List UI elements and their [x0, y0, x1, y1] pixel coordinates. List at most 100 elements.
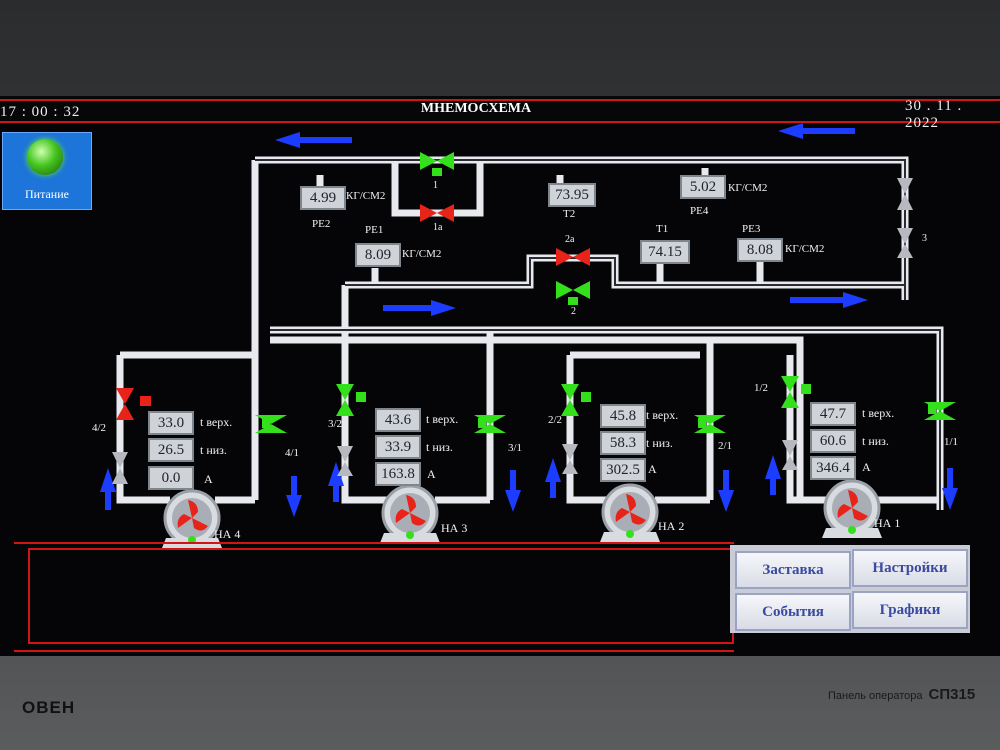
pump2-amp-label: A — [648, 462, 657, 476]
pump1-out-tag: 1/1 — [944, 436, 959, 448]
valve-1-tag: 1 — [433, 180, 438, 191]
pump-na3-icon — [380, 484, 440, 543]
pump-na4-icon — [162, 489, 222, 548]
title-bar — [0, 96, 1000, 123]
pe4-tag: PE4 — [690, 205, 709, 217]
pump3-t-bot: 33.9 — [375, 435, 421, 459]
t2-tag: T2 — [563, 208, 576, 220]
valve-1-2-icon — [781, 376, 811, 408]
pump3-amp: 163.8 — [375, 462, 421, 486]
pe1-tag: PE1 — [365, 224, 384, 236]
pump1-in-tag: 1/2 — [754, 382, 769, 394]
flow-arrow-right-icon — [790, 292, 868, 308]
pump2-out-tag: 2/1 — [718, 440, 733, 452]
pump1-t-bot: 60.6 — [810, 429, 856, 453]
valve-3-1-icon — [474, 415, 506, 433]
pump2-amp: 302.5 — [600, 458, 646, 482]
message-area-frame — [14, 542, 734, 652]
valves — [112, 152, 956, 484]
pump3-t-bot-label: t низ. — [426, 440, 453, 454]
t1-tag: T1 — [656, 223, 669, 235]
pe2-tag: PE2 — [312, 218, 331, 230]
pump4-name: НА 4 — [214, 527, 241, 541]
pump-na1-icon — [822, 479, 882, 538]
model-name: СП315 — [928, 686, 976, 703]
flow-arrow-up-icon — [765, 455, 781, 495]
charts-button[interactable]: Графики — [852, 591, 968, 629]
pe2-value: 4.99 — [300, 186, 346, 210]
valve-3-icon — [897, 178, 913, 258]
check-valves — [112, 440, 798, 484]
flow-arrow-down-icon — [505, 470, 521, 512]
page-title: МНЕМОСХЕМА — [420, 101, 532, 116]
check-valve-icon — [112, 452, 128, 484]
flow-arrow-up-icon — [545, 458, 561, 498]
pump4-t-bot: 26.5 — [148, 438, 194, 462]
events-button[interactable]: События — [735, 593, 851, 631]
pump3-name: НА 3 — [441, 521, 468, 535]
pump1-t-top-label: t верх. — [862, 406, 895, 420]
valve-4-1-icon — [255, 415, 287, 433]
check-valve-icon — [337, 446, 353, 476]
valve-1-icon — [420, 152, 454, 176]
message-area — [28, 548, 734, 644]
flow-arrow-up-icon — [328, 462, 344, 502]
pump4-t-top-label: t верх. — [200, 415, 233, 429]
pump2-in-tag: 2/2 — [548, 414, 563, 426]
valve-2a-icon — [556, 248, 590, 266]
pe1-value: 8.09 — [355, 243, 401, 267]
pump3-t-top-label: t верх. — [426, 412, 459, 426]
pump3-amp-label: A — [427, 467, 436, 481]
valve-2-2-icon — [561, 384, 591, 416]
clock: 17 : 00 : 32 — [0, 104, 81, 120]
pump2-t-top: 45.8 — [600, 404, 646, 428]
power-button[interactable]: Питание — [2, 132, 92, 210]
flow-arrow-down-icon — [718, 470, 734, 512]
brand-logo: ОВЕН — [22, 698, 76, 717]
pump2-t-bot: 58.3 — [600, 431, 646, 455]
pump-na2-icon — [600, 483, 660, 542]
pump4-amp: 0.0 — [148, 466, 194, 490]
flow-arrows — [100, 123, 958, 517]
valve-1a-tag: 1a — [433, 222, 443, 233]
pe3-tag: PE3 — [742, 223, 761, 235]
pe4-value: 5.02 — [680, 175, 726, 199]
valve-2a-tag: 2a — [565, 234, 575, 245]
pump1-t-top: 47.7 — [810, 402, 856, 426]
flow-arrow-up-icon — [100, 468, 116, 510]
pump2-name: НА 2 — [658, 519, 685, 533]
pe3-unit: КГ/СМ2 — [785, 243, 825, 255]
settings-button[interactable]: Настройки — [852, 549, 968, 587]
pump1-amp-label: A — [862, 460, 871, 474]
power-label: Питание — [25, 187, 69, 201]
pe4-unit: КГ/СМ2 — [728, 182, 768, 194]
check-valve-icon — [562, 444, 578, 474]
valve-2-icon — [556, 281, 590, 305]
pumps — [162, 479, 882, 548]
flow-arrow-left-icon — [275, 132, 352, 148]
flow-arrow-right-icon — [383, 300, 456, 316]
pump3-out-tag: 3/1 — [508, 442, 523, 454]
valve-4-2-icon — [116, 388, 151, 420]
pe3-value: 8.08 — [737, 238, 783, 262]
pe1-unit: КГ/СМ2 — [402, 248, 442, 260]
pump4-out-tag: 4/1 — [285, 447, 300, 459]
flow-arrow-down-icon — [286, 476, 302, 517]
valve-1-1-icon — [924, 402, 956, 420]
valve-3-2-icon — [336, 384, 366, 416]
pump4-amp-label: A — [204, 472, 213, 486]
pump4-t-top: 33.0 — [148, 411, 194, 435]
valve-2-tag: 2 — [571, 306, 576, 317]
pump1-name: НА 1 — [874, 516, 901, 530]
pe2-unit: КГ/СМ2 — [346, 190, 386, 202]
pump3-t-top: 43.6 — [375, 408, 421, 432]
screensaver-button[interactable]: Заставка — [735, 551, 851, 589]
pump4-t-bot-label: t низ. — [200, 443, 227, 457]
pump4-in-tag: 4/2 — [92, 422, 107, 434]
flow-arrow-left-icon — [778, 123, 855, 139]
t2-value: 73.95 — [548, 183, 596, 207]
pump2-t-top-label: t верх. — [646, 408, 679, 422]
model-prefix: Панель оператора — [828, 690, 923, 702]
pump2-t-bot-label: t низ. — [646, 436, 673, 450]
